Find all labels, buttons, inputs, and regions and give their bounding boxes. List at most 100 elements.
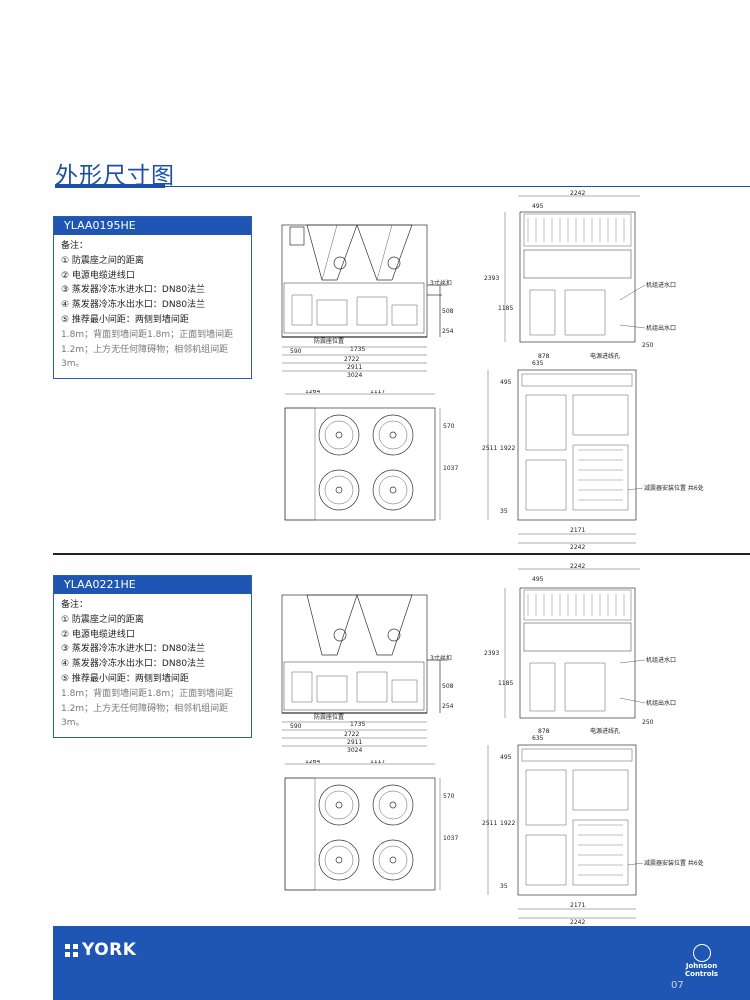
dim-label: 35 [500, 508, 508, 515]
dim-label: 2393 [484, 650, 499, 657]
dim-label: 495 [500, 754, 512, 761]
dim-label: 1037 [443, 835, 458, 842]
dim-label: 1185 [498, 680, 513, 687]
notes-heading: 备注： [61, 241, 89, 251]
dim-label: 495 [500, 379, 512, 386]
dim-label: 1117 [370, 760, 385, 765]
page-number: 07 [671, 980, 684, 991]
york-mark-icon [65, 943, 78, 957]
fan-icon [372, 469, 414, 511]
dim-label: 1922 [500, 445, 515, 452]
notes-block: 备注： ① 防震座之间的距离 ② 电源电缆进线口 ③ 蒸发器冷冻水进水口：DN8… [54, 594, 251, 737]
dim-label: 2242 [570, 919, 585, 925]
dim-label: 508 [442, 308, 454, 315]
dim-label: 2722 [344, 356, 359, 363]
model-notes-card: YLAA0195HE 备注： ① 防震座之间的距离 ② 电源电缆进线口 ③ 蒸发… [53, 216, 252, 380]
dim-label: 590 [290, 348, 302, 355]
fan-icon [372, 414, 414, 456]
note-item: ③ 蒸发器冷冻水进水口：DN80法兰 [61, 644, 206, 655]
note-item: ① 防震座之间的距离 [61, 614, 144, 625]
dim-label: 2722 [344, 731, 359, 738]
note-item: ③ 蒸发器冷冻水进水口：DN80法兰 [61, 285, 206, 296]
fan-icon [372, 784, 414, 826]
dim-label: 1735 [350, 721, 365, 728]
model-name: YLAA0221HE [54, 576, 251, 594]
dim-label: 2242 [570, 544, 585, 550]
dim-label: 508 [442, 683, 454, 690]
base-plan-drawing: 878 635 电源进线孔 495 2511 1922 35 减震器安装位置 共… [482, 727, 704, 925]
johnson-controls-logo: Johnson Controls [685, 944, 718, 978]
dim-label: 机组进水口 [646, 656, 676, 664]
dim-label: 电源进线孔 [590, 352, 620, 360]
front-elevation-drawing: 3寸丝扣 508 254 防震座位置 590 1735 2722 2911 30… [281, 224, 454, 379]
dim-label: 635 [532, 735, 544, 742]
dim-label: 254 [442, 703, 454, 710]
dim-label: 2242 [570, 563, 585, 570]
dim-label: 635 [532, 360, 544, 367]
note-item: ① 防震座之间的距离 [61, 255, 144, 266]
plan-view-drawing: 1264 1117 570 1037 [284, 760, 458, 891]
note-item: 1.8m；背面到墙间距1.8m；正面到墙间距 [61, 688, 234, 699]
dim-label: 1264 [305, 390, 320, 395]
note-item: 1.8m；背面到墙间距1.8m；正面到墙间距 [61, 329, 234, 340]
dim-label: 机组进水口 [646, 281, 676, 289]
dim-label: 3024 [347, 372, 362, 379]
side-elevation-drawing: 2242 495 2393 1185 机组进水口 机组出水口 250 [484, 190, 676, 349]
footer-bar: YORK Johnson Controls 07 [53, 926, 750, 1000]
jc-globe-icon [692, 944, 711, 962]
dim-label: 495 [532, 576, 544, 583]
title-rule [55, 186, 750, 187]
note-item: ④ 蒸发器冷冻水出水口：DN80法兰 [61, 300, 206, 311]
dim-label: 1264 [305, 760, 320, 765]
dim-label: 878 [538, 353, 550, 360]
dim-label: 2911 [347, 364, 362, 371]
note-item: ② 电源电缆进线口 [61, 270, 135, 281]
dim-label: 电源进线孔 [590, 727, 620, 735]
brand-name: YORK [82, 940, 137, 960]
plan-view-drawing: 1264 1117 570 1037 [284, 390, 458, 521]
dim-label: 2511 [482, 445, 497, 452]
dim-label: 1117 [370, 390, 385, 395]
fan-icon [318, 784, 360, 826]
dim-label: 3寸丝扣 [430, 654, 452, 662]
note-item: ② 电源电缆进线口 [61, 629, 135, 640]
dim-label: 防震座位置 [314, 337, 344, 345]
section-divider [53, 553, 750, 555]
model-notes-card: YLAA0221HE 备注： ① 防震座之间的距离 ② 电源电缆进线口 ③ 蒸发… [53, 575, 252, 739]
dim-label: 减震器安装位置 共6处 [644, 484, 704, 492]
side-elevation-drawing: 2242 495 2393 1185 机组进水口 机组出水口 250 [484, 563, 676, 726]
fan-icon [372, 839, 414, 881]
york-logo: YORK [65, 940, 136, 960]
note-item: ④ 蒸发器冷冻水出水口：DN80法兰 [61, 659, 206, 670]
dim-label: 1037 [443, 465, 458, 472]
front-elevation-drawing: 3寸丝扣 508 254 防震座位置 590 1735 2722 2911 30… [281, 594, 454, 754]
dim-label: 590 [290, 723, 302, 730]
model-name: YLAA0195HE [54, 217, 251, 235]
dim-label: 防震座位置 [314, 713, 344, 721]
dim-label: 1922 [500, 820, 515, 827]
dim-label: 减震器安装位置 共6处 [644, 859, 704, 867]
dim-label: 570 [443, 793, 455, 800]
jc-line1: Johnson [685, 962, 718, 970]
dim-label: 3024 [347, 747, 362, 754]
dim-label: 2911 [347, 739, 362, 746]
note-item: 1.2m；上方无任何障碍物；相邻机组间距 [61, 703, 229, 714]
notes-block: 备注： ① 防震座之间的距离 ② 电源电缆进线口 ③ 蒸发器冷冻水进水口：DN8… [54, 235, 251, 378]
dim-label: 495 [532, 203, 544, 210]
dim-label: 2171 [570, 527, 585, 534]
dim-label: 机组出水口 [646, 324, 676, 332]
note-item: ⑤ 推荐最小间距：两侧到墙间距 [61, 673, 189, 684]
dim-label: 2171 [570, 902, 585, 909]
dim-label: 2242 [570, 190, 585, 197]
dim-label: 570 [443, 423, 455, 430]
dim-label: 1185 [498, 305, 513, 312]
dim-label: 35 [500, 883, 508, 890]
note-item: 3m。 [61, 359, 85, 370]
note-item: ⑤ 推荐最小间距：两侧到墙间距 [61, 314, 189, 325]
dim-label: 878 [538, 728, 550, 735]
fan-icon [318, 414, 360, 456]
dim-label: 2393 [484, 275, 499, 282]
dim-label: 2511 [482, 820, 497, 827]
dim-label: 250 [642, 719, 654, 726]
note-item: 1.2m；上方无任何障碍物；相邻机组间距 [61, 344, 229, 355]
